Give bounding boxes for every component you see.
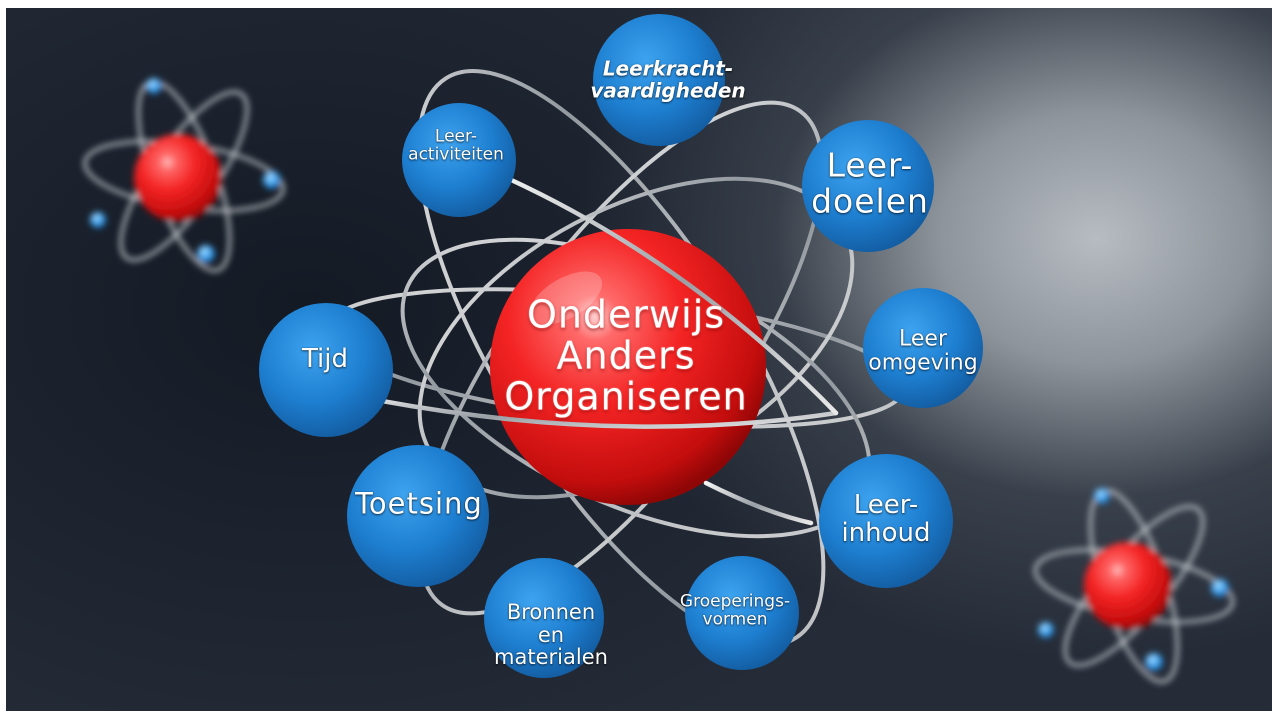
- node-label-line: Leer-: [826, 145, 914, 185]
- center-sphere: [490, 229, 766, 505]
- center-label-line-3: Organiseren: [504, 374, 748, 419]
- node-label-line: en: [537, 622, 565, 647]
- diagram-canvas: Onderwijs Anders Organiseren Leerkracht-…: [6, 8, 1272, 711]
- node-label-line: doelen: [811, 181, 929, 220]
- node-leerdoelen: Leer- doelen: [811, 147, 929, 218]
- center-label: Onderwijs Anders Organiseren: [504, 294, 747, 417]
- orbit-front: [338, 170, 839, 526]
- node-leerinhoud: Leer- inhoud: [841, 491, 930, 547]
- node-label-line: omgeving: [868, 350, 978, 375]
- node-leerkrachtvaardigheden: Leerkracht- vaardigheden: [590, 58, 745, 101]
- decor-layer: [83, 14, 1235, 684]
- node-label-line: Leer-: [434, 126, 478, 147]
- node-label-line: vaardigheden: [590, 78, 746, 102]
- node-label-line: Leerkracht-: [602, 56, 734, 81]
- node-label-line: activiteiten: [408, 145, 504, 165]
- decor-atom-top-left: [83, 78, 285, 273]
- node-label-line: vormen: [702, 610, 768, 630]
- node-label-line: materialen: [494, 645, 608, 670]
- node-leeractiviteiten: Leer- activiteiten: [408, 126, 504, 165]
- node-label-line: Leer-: [853, 489, 919, 520]
- node-toetsing: Toetsing: [355, 486, 483, 521]
- node-label-line: Leer: [899, 326, 947, 352]
- node-label-line: inhoud: [841, 518, 931, 548]
- node-tijd: Tijd: [302, 345, 348, 373]
- node-label-line: Toetsing: [355, 486, 483, 521]
- center-label-line-1: Onderwijs: [526, 292, 726, 337]
- center-label-line-2: Anders: [556, 333, 696, 378]
- node-label-line: Tijd: [301, 343, 349, 374]
- node-label-line: Bronnen: [506, 599, 596, 624]
- node-bronnen-en-materialen: Bronnen en materialen: [494, 601, 608, 669]
- decor-atom-bottom-right: [1033, 488, 1235, 684]
- node-circles: [259, 14, 983, 678]
- node-label-line: Groeperings-: [679, 591, 791, 612]
- node-groeperingsvormen: Groeperings- vormen: [679, 591, 791, 630]
- node-leeromgeving: Leer omgeving: [868, 327, 977, 375]
